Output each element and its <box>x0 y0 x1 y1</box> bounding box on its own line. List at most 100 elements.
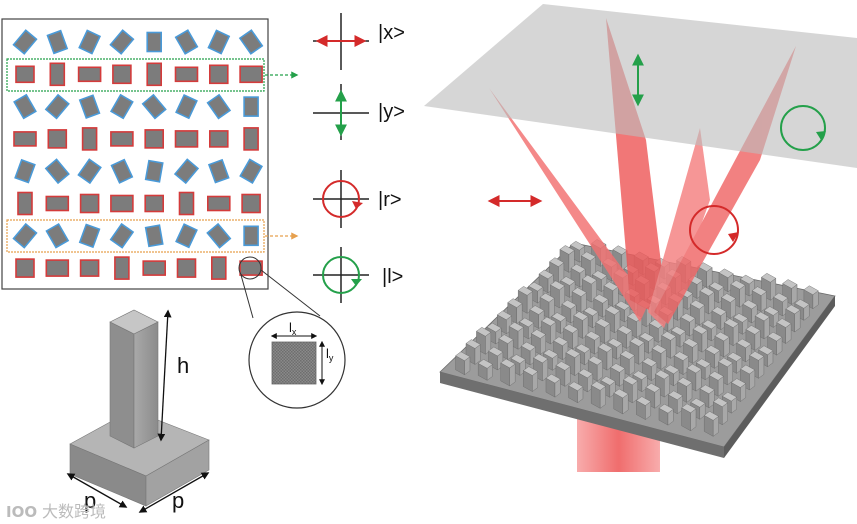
plate-pillar <box>673 351 689 361</box>
plate-pillar <box>703 411 719 421</box>
plate-pillar <box>720 293 737 303</box>
plate-pillar <box>581 274 598 285</box>
unit-cell <box>144 194 164 213</box>
device-3d <box>424 4 857 472</box>
plate-pillar <box>530 329 547 339</box>
unit-cell <box>239 158 264 185</box>
unit-cell <box>238 29 264 55</box>
unit-cell <box>241 193 261 214</box>
plate-pillar <box>575 343 591 354</box>
plate-pillar <box>585 330 601 341</box>
plate-pillar <box>632 370 648 380</box>
unit-cell <box>15 65 35 84</box>
unit-cell <box>77 66 102 83</box>
state-y: |y> <box>313 84 405 140</box>
unit-cell <box>174 29 199 55</box>
plate-pillar <box>610 363 626 373</box>
unit-cell <box>13 93 37 120</box>
state-r: |r> <box>313 170 402 228</box>
unit-cell <box>109 93 134 120</box>
p-label-left: p <box>84 488 96 513</box>
plate-pillar <box>645 383 661 393</box>
plate-pillar <box>519 317 535 328</box>
plate-pillar <box>723 318 739 328</box>
plate-pillar <box>465 339 481 349</box>
plate-pillar <box>794 299 810 309</box>
svg-text:lx: lx <box>289 320 297 337</box>
unit-cell <box>47 129 68 149</box>
plate-pillar <box>613 388 629 399</box>
unit-cell <box>12 29 38 55</box>
plate-pillar <box>690 398 706 408</box>
plate-pillar <box>717 357 734 368</box>
plate-pillar <box>570 263 586 274</box>
unit-cell <box>175 93 198 120</box>
unit-cell <box>45 222 70 249</box>
plate-pillar <box>573 311 589 321</box>
plate-pillar <box>642 357 658 367</box>
unit-cell <box>109 222 135 249</box>
unit-cell <box>17 191 33 216</box>
plate-pillar <box>555 361 571 371</box>
plate-pillar <box>597 342 613 353</box>
plate-pillar <box>686 363 702 374</box>
magnify-callout: lx ly <box>238 256 346 409</box>
unit-cell <box>207 158 230 184</box>
unit-cell <box>243 127 259 151</box>
plate-pillar <box>651 344 667 354</box>
unit-cell <box>81 127 98 151</box>
unit-cell <box>78 223 101 249</box>
plate-pillar <box>551 312 567 322</box>
plate-pillar <box>488 346 504 357</box>
beam-right-inner <box>648 128 710 328</box>
unit-cell <box>45 259 70 277</box>
unit-cell <box>144 129 164 149</box>
unit-cell <box>141 93 167 120</box>
plate-pillar <box>533 353 549 364</box>
array-panel <box>1 18 299 290</box>
plate-pillar <box>605 305 621 315</box>
plate-pillar <box>712 397 729 407</box>
plate-pillar <box>782 279 798 289</box>
plate-pillar <box>683 338 699 348</box>
plate-pillar <box>670 326 686 336</box>
plate-pillar <box>709 281 725 292</box>
unit-cell <box>144 159 164 183</box>
plate-pillar <box>785 304 801 315</box>
unit-cell <box>173 158 200 185</box>
lx-label: l <box>289 320 292 335</box>
state-x-label: |x> <box>378 22 405 44</box>
unit-cell <box>209 64 229 85</box>
unit-cell <box>211 256 227 280</box>
unit-cell <box>243 225 259 247</box>
plate-pillar <box>568 381 584 391</box>
watermark-logo: IOO <box>6 503 37 521</box>
unit-cell <box>239 260 263 276</box>
state-l: |l> <box>313 247 403 303</box>
plate-pillar <box>699 286 715 297</box>
p-label-right: p <box>172 488 184 513</box>
plate-pillar <box>742 299 758 310</box>
plate-pillar <box>520 341 536 352</box>
plate-pillar <box>661 331 677 341</box>
unit-cell <box>49 62 66 87</box>
plate-pillar <box>538 269 554 280</box>
plate-pillar <box>500 358 516 369</box>
plate-pillar <box>522 366 539 376</box>
plate-pillar <box>617 325 633 335</box>
unit-cell-block <box>271 341 317 385</box>
unit-cell <box>78 94 101 119</box>
watermark: IOO 大数跨境 <box>6 502 106 521</box>
plate-pillar <box>714 331 730 342</box>
plate-pillar <box>595 318 611 328</box>
plate-pillar <box>498 334 514 344</box>
highlight-row-orange <box>6 219 265 253</box>
plate-pillar <box>739 274 755 285</box>
plate-pillar <box>763 306 780 316</box>
unit-cell <box>243 96 259 117</box>
plate-pillar <box>476 327 492 337</box>
plate-pillar <box>578 368 594 379</box>
plate-pillar <box>740 364 756 375</box>
plate-pillar <box>658 403 674 414</box>
